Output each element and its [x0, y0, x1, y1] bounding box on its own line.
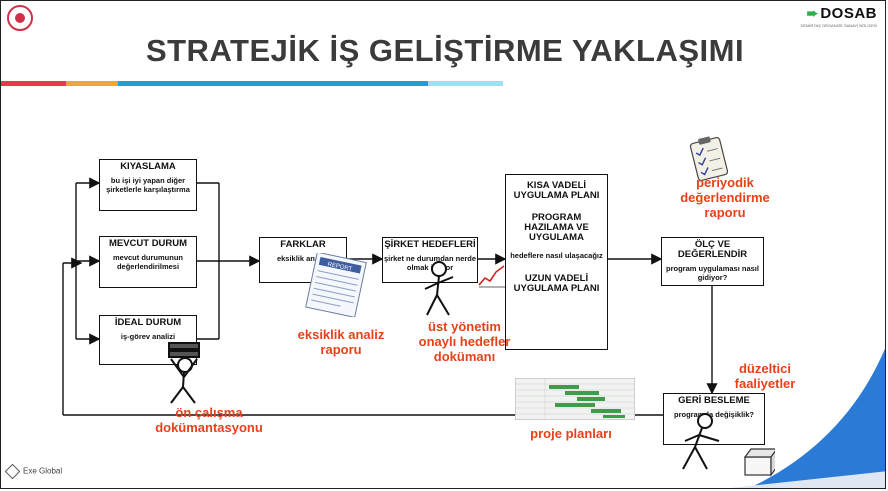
box-geri-title: GERİ BESLEME	[678, 395, 750, 406]
report-document-icon: REPORT	[305, 253, 367, 317]
box-farklar-body: eksiklik analizi	[276, 254, 330, 263]
gantt-chart-icon	[515, 378, 635, 420]
box-plan-body: hedeflere nasıl ulaşacağız	[510, 251, 603, 260]
corner-decoration	[749, 348, 885, 488]
accent-stripe-red	[1, 81, 66, 86]
dosab-logo-icon: ➨DOSAB DEMİRTAŞ ORGANİZE SANAYİ BÖLGESİ	[800, 5, 877, 28]
cardboard-box-icon	[743, 448, 775, 477]
label-ust-yonetim: üst yönetim onaylı hedefler dokümanı	[418, 319, 511, 364]
box-plan: KISA VADELİ UYGULAMA PLANI PROGRAM HAZIL…	[505, 174, 608, 350]
accent-stripe-orange	[66, 81, 118, 86]
clipboard-checklist-icon	[689, 136, 729, 182]
box-kiyaslama-title: KIYASLAMA	[120, 161, 176, 172]
box-sirket: ŞİRKET HEDEFLERİ şirket ne durumdan nerd…	[382, 237, 478, 283]
rising-graph-icon	[478, 265, 505, 288]
box-kiyaslama: KIYASLAMA bu işi iyi yapan diğer şirketl…	[99, 159, 197, 211]
label-on-calisma: ön çalışma dokümantasyonu	[155, 405, 263, 435]
box-geri: GERİ BESLEME programda değişiklik?	[663, 393, 765, 445]
box-ideal-body: iş-görev analizi	[120, 332, 176, 341]
box-ideal-title: İDEAL DURUM	[114, 317, 182, 328]
box-olcve-title: ÖLÇ VE DEĞERLENDİR	[677, 239, 748, 260]
box-kiyaslama-body: bu işi iyi yapan diğer şirketlerle karşı…	[106, 176, 190, 194]
footer-logo-text: Exe Global	[23, 466, 63, 476]
person-carrying-icon	[424, 261, 454, 316]
box-plan-title1: KISA VADELİ UYGULAMA PLANI	[513, 180, 600, 201]
label-eksiklik: eksiklik analiz raporu	[297, 327, 385, 357]
person-carrying-icon	[168, 342, 200, 404]
label-periyodik: periyodik değerlendirme raporu	[680, 175, 770, 220]
box-olcve-body: program uygulaması nasıl gidiyor?	[666, 264, 759, 282]
person-carrying-icon	[682, 413, 720, 470]
box-geri-body: programda değişiklik?	[673, 410, 755, 419]
page-title: STRATEJİK İŞ GELİŞTİRME YAKLAŞIMI	[145, 33, 745, 68]
box-mevcut: MEVCUT DURUM mevcut durumunun değerlendi…	[99, 236, 197, 288]
box-farklar-title: FARKLAR	[280, 239, 326, 250]
box-sirket-body: şirket ne durumdan nerde olmak istiyor	[383, 254, 477, 272]
box-mevcut-title: MEVCUT DURUM	[108, 238, 188, 249]
box-plan-title2: PROGRAM HAZILAMA VE UYGULAMA	[524, 212, 589, 243]
diamond-logo-icon	[4, 463, 21, 480]
label-proje: proje planları	[530, 426, 612, 441]
box-plan-title3: UZUN VADELİ UYGULAMA PLANI	[513, 273, 600, 294]
box-mevcut-body: mevcut durumunun değerlendirilmesi	[112, 253, 183, 271]
brand-subtitle: DEMİRTAŞ ORGANİZE SANAYİ BÖLGESİ	[800, 23, 877, 28]
accent-stripe-blue	[118, 81, 428, 86]
accent-stripe-light	[428, 81, 503, 86]
box-olcve: ÖLÇ VE DEĞERLENDİR program uygulaması na…	[661, 237, 764, 286]
footer-logo: Exe Global	[4, 463, 63, 480]
report-title: REPORT	[327, 262, 353, 273]
label-duzeltici: düzeltici faaliyetler	[734, 361, 796, 391]
organization-emblem-icon	[7, 5, 33, 31]
brand-name: DOSAB	[820, 5, 877, 22]
box-sirket-title: ŞİRKET HEDEFLERİ	[384, 239, 476, 250]
